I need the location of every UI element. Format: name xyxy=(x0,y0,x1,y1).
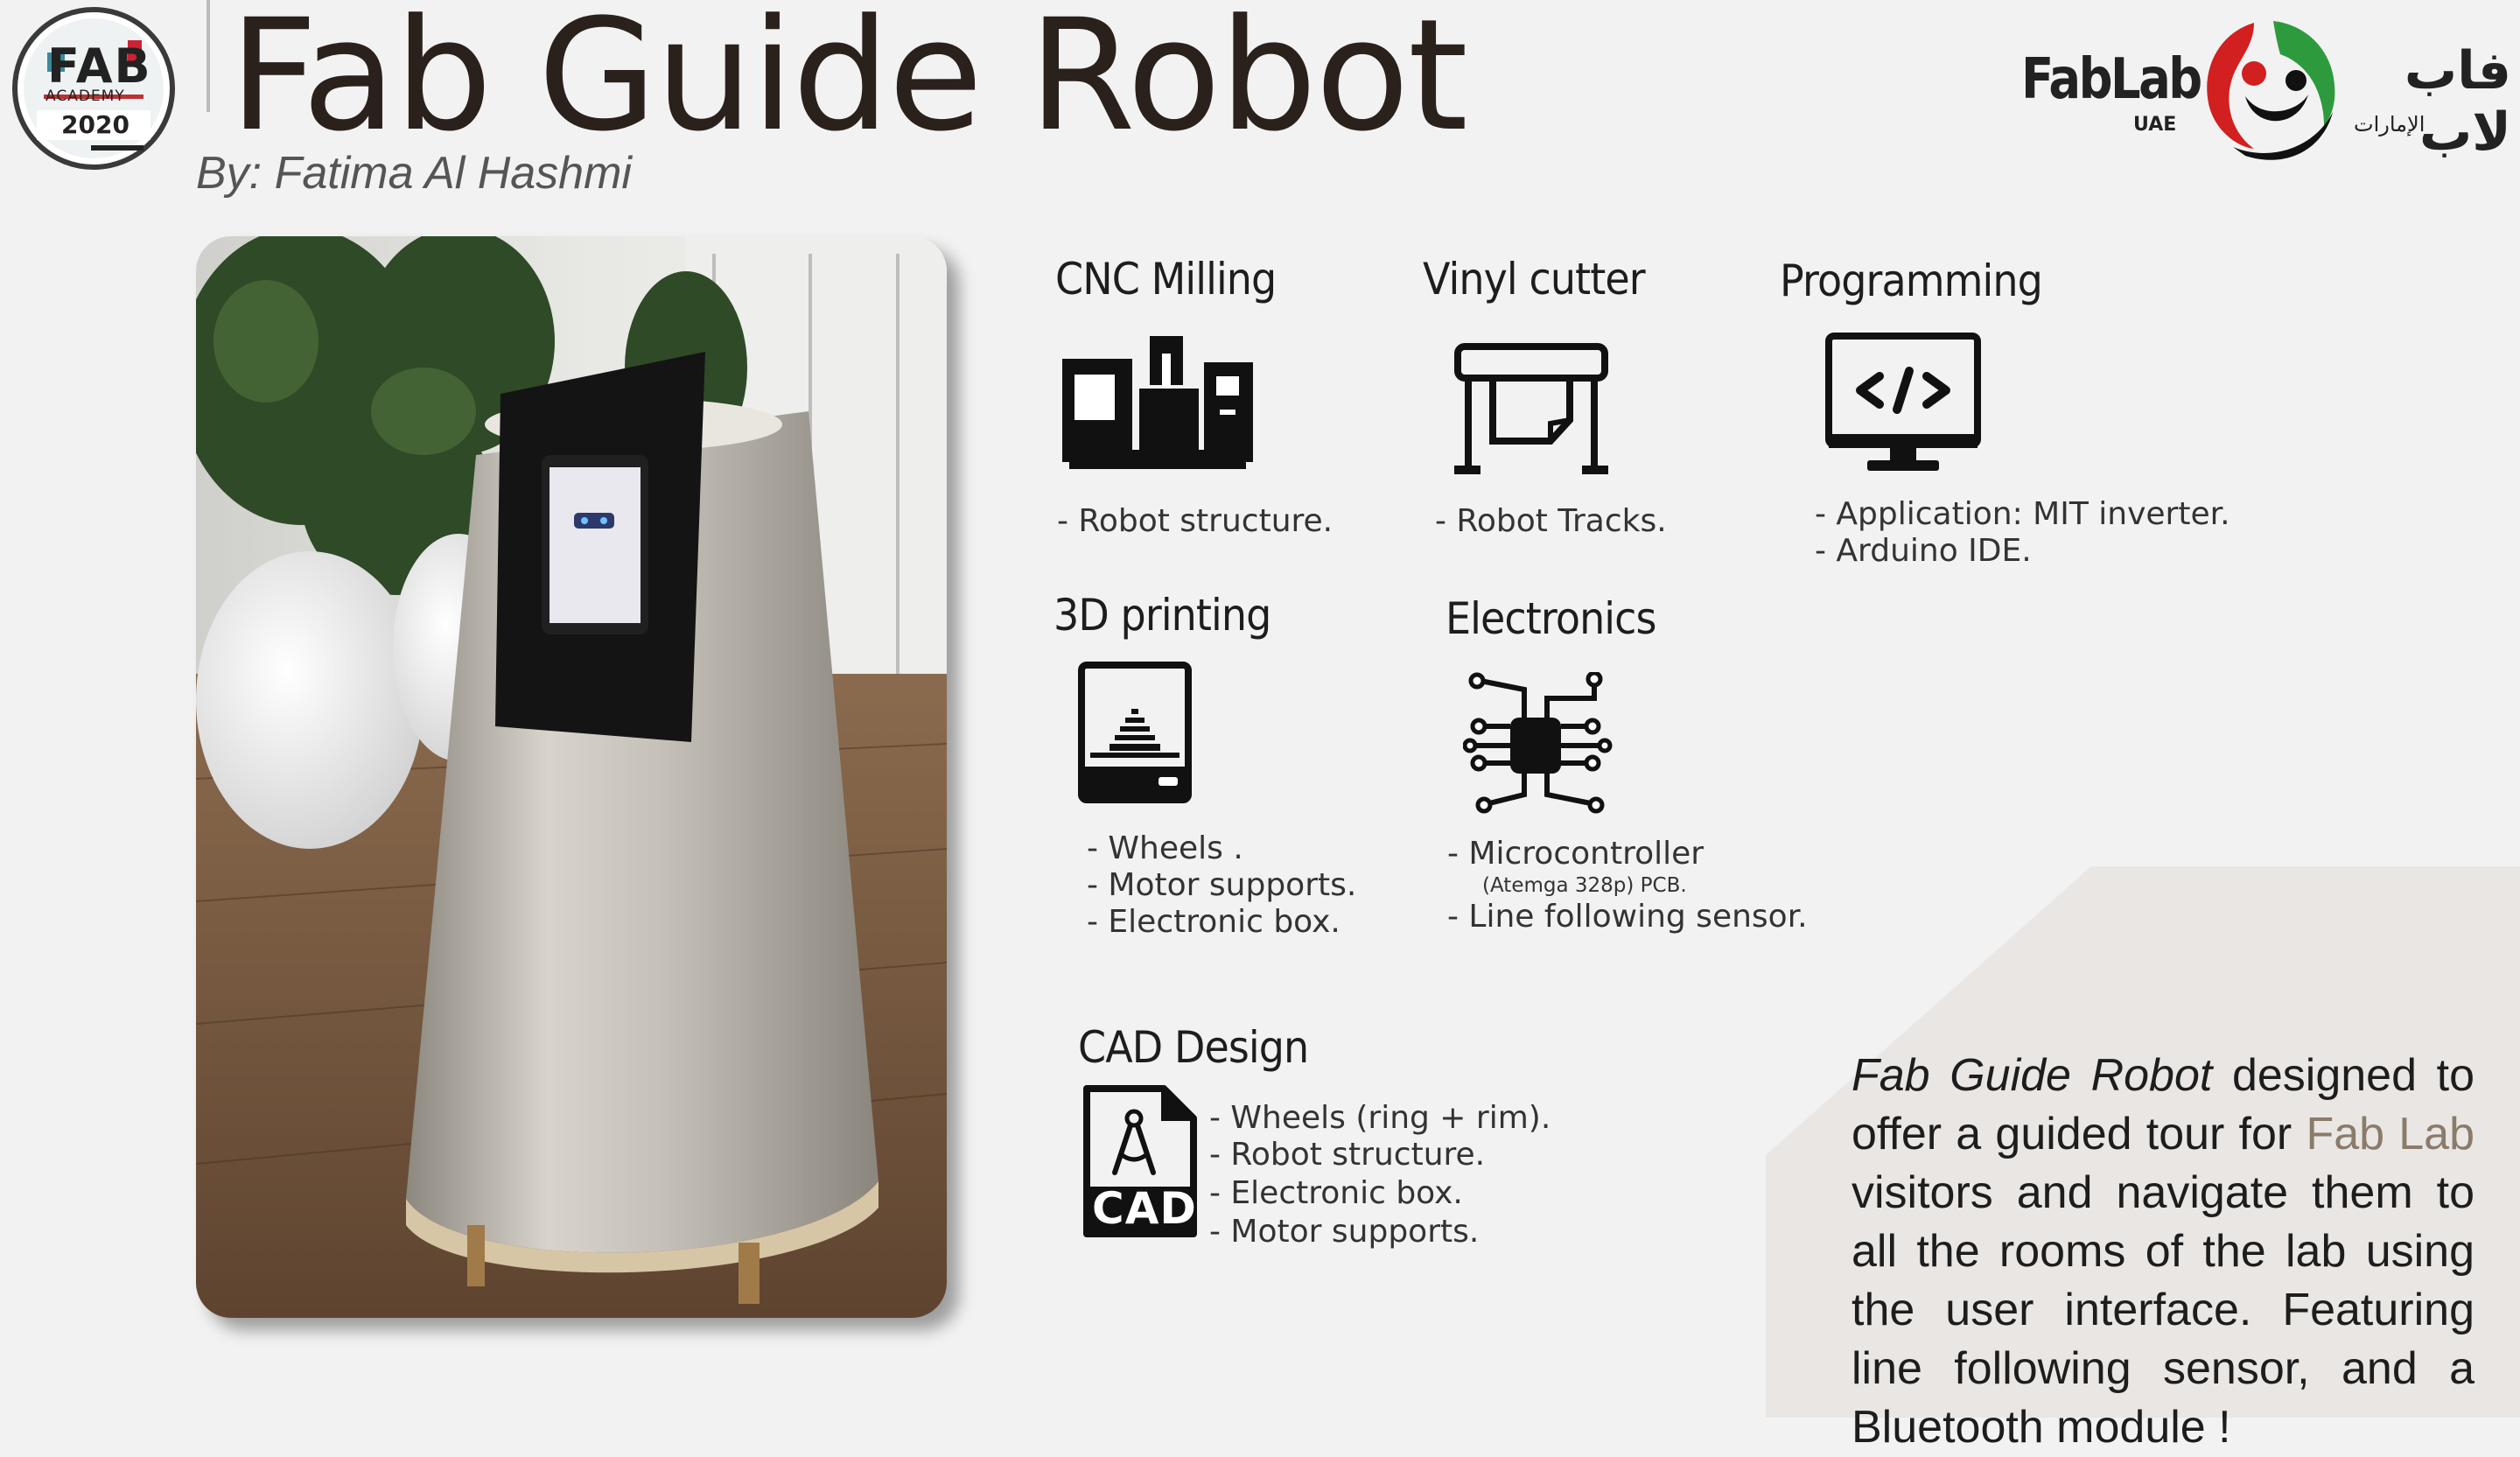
fablab-uae-logo: FabLab UAE فاب لاب الإمارات xyxy=(2021,14,2511,163)
printing-item-2: - Motor supports. xyxy=(1087,867,1357,903)
chip-icon xyxy=(1463,672,1613,814)
electronics-item-3: - Line following sensor. xyxy=(1447,899,1808,935)
cad-item-4: - Motor supports. xyxy=(1209,1214,1480,1250)
printing-item-1: - Wheels . xyxy=(1087,830,1243,866)
cad-design-heading: CAD Design xyxy=(1078,1022,1309,1073)
fablab-emblem-icon xyxy=(2207,21,2335,160)
cad-file-icon: CAD xyxy=(1083,1085,1197,1237)
cnc-item-1: - Robot structure. xyxy=(1057,503,1334,539)
badge-academy-text: ACADEMY xyxy=(46,88,125,105)
cad-item-2: - Robot structure. xyxy=(1209,1137,1486,1173)
description-panel-bg xyxy=(1766,866,2520,1418)
description-fablab: Fab Lab xyxy=(2306,1109,2474,1159)
cad-icon-label: CAD xyxy=(1092,1183,1197,1234)
fablab-wordmark: FabLab xyxy=(2021,47,2202,112)
description-text-2: visitors and navigate them to all the ro… xyxy=(1852,1167,2474,1453)
cad-item-3: - Electronic box. xyxy=(1209,1175,1463,1211)
page-title: Fab Guide Robot xyxy=(229,0,1468,165)
electronics-item-1: - Microcontroller xyxy=(1447,836,1704,872)
title-divider xyxy=(206,0,210,112)
project-description: Fab Guide Robot designed to offer a guid… xyxy=(1852,1047,2474,1457)
cnc-milling-heading: CNC Milling xyxy=(1055,254,1277,305)
electronics-heading: Electronics xyxy=(1446,593,1657,644)
badge-year-text: 2020 xyxy=(61,110,130,139)
arabic-subtitle: الإمارات xyxy=(2354,112,2426,137)
electronics-item-2: (Atemga 328p) PCB. xyxy=(1482,874,1687,897)
programming-item-1: - Application: MIT inverter. xyxy=(1815,496,2230,532)
uae-wordmark: UAE xyxy=(2133,114,2177,136)
printing-item-3: - Electronic box. xyxy=(1087,904,1340,940)
vinyl-cutter-icon xyxy=(1454,343,1608,474)
cnc-machine-icon xyxy=(1062,336,1253,469)
3d-printer-icon xyxy=(1078,662,1192,803)
badge-fab-text: FAB xyxy=(47,39,152,94)
description-text-1: designed to offer a guided tour for xyxy=(1852,1050,2474,1159)
fab-academy-badge: FAB ACADEMY 2020 xyxy=(12,7,175,170)
description-project-name: Fab Guide Robot xyxy=(1852,1050,2213,1101)
code-monitor-icon xyxy=(1825,333,1981,471)
3d-printing-heading: 3D printing xyxy=(1054,590,1271,641)
author-byline: By: Fatima Al Hashmi xyxy=(196,148,632,199)
programming-heading: Programming xyxy=(1780,256,2043,306)
vinyl-item-1: - Robot Tracks. xyxy=(1435,503,1667,539)
vinyl-cutter-heading: Vinyl cutter xyxy=(1423,254,1646,305)
robot-photo xyxy=(196,236,947,1318)
arabic-wordmark: فاب لاب xyxy=(2404,40,2511,163)
programming-item-2: - Arduino IDE. xyxy=(1815,533,2032,569)
cad-item-1: - Wheels (ring + rim). xyxy=(1209,1100,1551,1136)
